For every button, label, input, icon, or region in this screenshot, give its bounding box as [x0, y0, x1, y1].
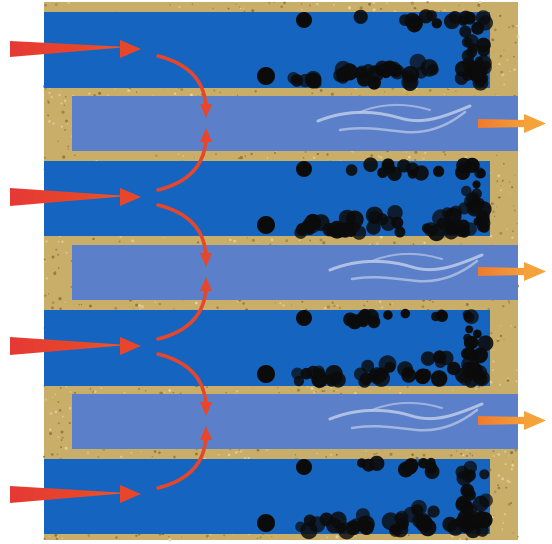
inlet-arrow-4 — [10, 485, 141, 503]
outlet-arrows — [478, 114, 546, 430]
permeate-channel-2 — [72, 245, 518, 300]
outlet-arrow-1 — [478, 114, 546, 133]
inlet-arrow-3 — [10, 337, 141, 355]
outlet-arrow-3 — [478, 411, 546, 430]
outlet-arrow-2 — [478, 262, 546, 281]
inlet-arrow-1 — [10, 40, 141, 58]
inlet-arrows — [10, 40, 141, 503]
permeate-channel-1 — [72, 96, 518, 151]
transfer-arrows — [156, 54, 208, 490]
permeate-channel-3 — [72, 394, 518, 449]
permeate-flow-lines — [316, 104, 484, 432]
trapped-particles — [257, 9, 494, 540]
inlet-arrow-2 — [10, 188, 141, 206]
transfer-arrowheads — [200, 104, 212, 440]
